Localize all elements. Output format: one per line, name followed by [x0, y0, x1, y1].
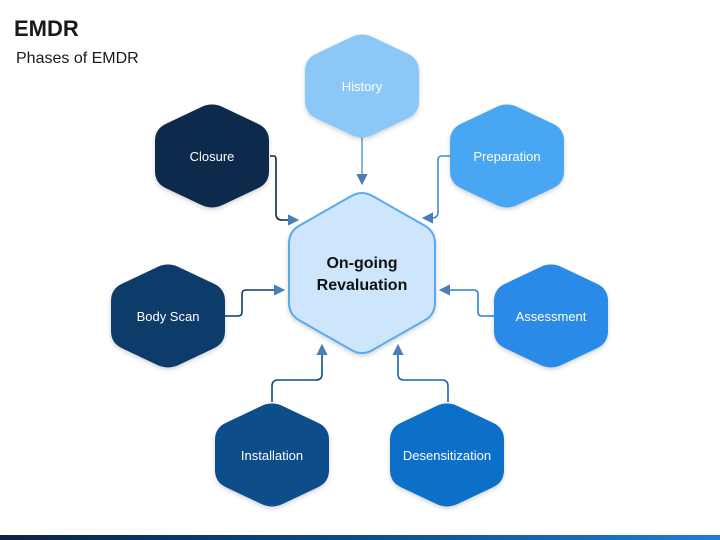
slide-title: EMDR [14, 16, 79, 41]
phase-label-assessment: Assessment [516, 309, 587, 324]
center-label-line2: Revaluation [317, 277, 408, 294]
hexagon-shape [450, 104, 564, 208]
slide-subtitle: Phases of EMDR [16, 50, 139, 67]
hexagon-shape [305, 34, 419, 138]
phase-hexagon-desensitization: Desensitization [390, 403, 504, 507]
phase-hexagon-history: History [305, 34, 419, 138]
center-label-line1: On-going [326, 255, 397, 272]
phase-hexagon-preparation: Preparation [450, 104, 564, 208]
center-hexagon: On-going Revaluation [288, 191, 436, 355]
phase-label-preparation: Preparation [473, 149, 540, 164]
phase-hexagon-body-scan: Body Scan [111, 264, 225, 368]
phase-label-installation: Installation [241, 448, 303, 463]
connector-desensitization [392, 343, 449, 402]
connectors [225, 134, 497, 402]
phase-hexagon-closure: Closure [155, 104, 269, 208]
connector-assessment [438, 284, 497, 317]
phase-hexagon-assessment: Assessment [494, 264, 608, 368]
hexagon-shape [111, 264, 225, 368]
phase-label-body-scan: Body Scan [137, 309, 200, 324]
connector-installation [271, 343, 328, 402]
phase-label-desensitization: Desensitization [403, 448, 491, 463]
hexagon-shape [215, 403, 329, 507]
hexagon-shape [155, 104, 269, 208]
connector-body-scan [225, 284, 286, 317]
connector-closure [270, 155, 300, 226]
phase-label-history: History [342, 79, 383, 94]
hexagon-shape [390, 403, 504, 507]
phase-hexagon-installation: Installation [215, 403, 329, 507]
phase-label-closure: Closure [190, 149, 235, 164]
hexagon-shape [494, 264, 608, 368]
connector-preparation [421, 155, 450, 224]
bottom-accent-bar [0, 535, 720, 540]
